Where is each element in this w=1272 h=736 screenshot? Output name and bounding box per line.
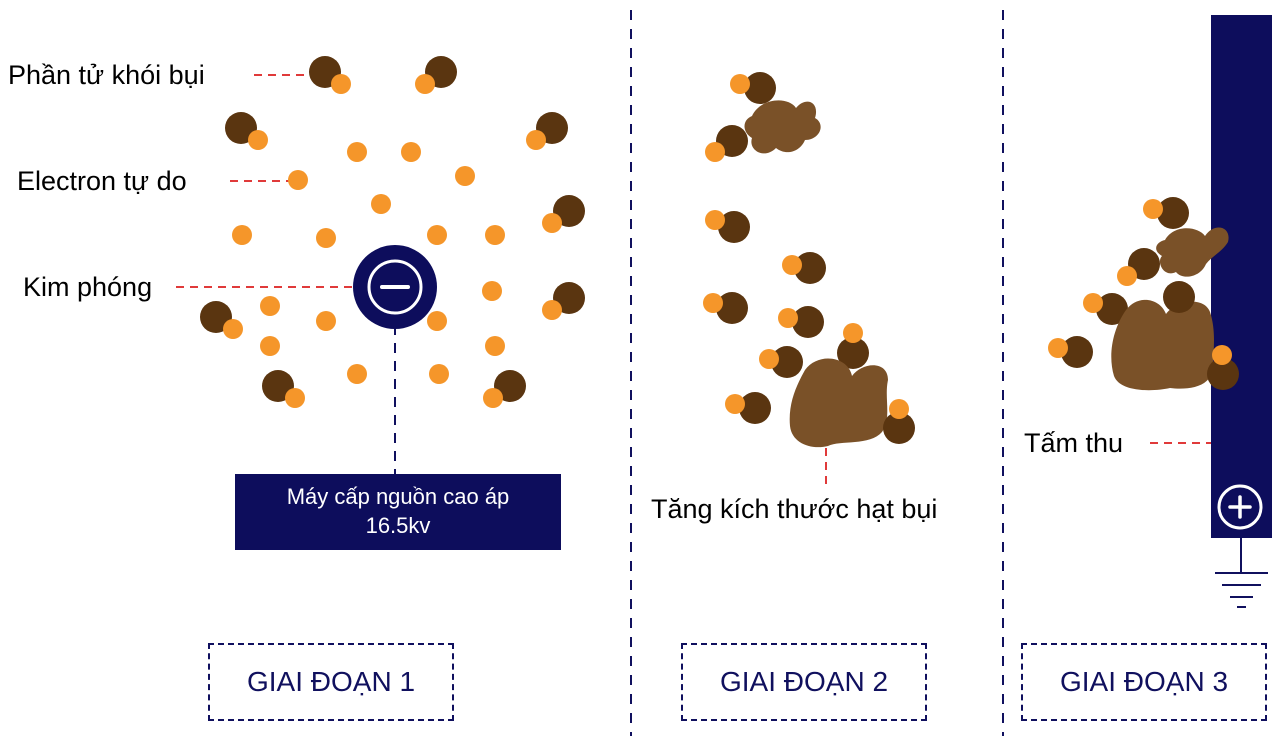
charged-dust-particle — [1083, 293, 1128, 325]
dust-agglomerate — [789, 358, 888, 448]
free-electrons — [232, 142, 505, 384]
dust-agglomerate — [1111, 299, 1214, 391]
stage-1-label: GIAI ĐOẠN 1 — [208, 643, 454, 721]
charged-dust-particle — [542, 282, 585, 320]
free-electron-label: Electron tự do — [17, 166, 187, 196]
stage-3-label: GIAI ĐOẠN 3 — [1021, 643, 1267, 721]
charged-dust-particle — [703, 292, 748, 324]
electron — [316, 311, 336, 331]
charged-dust-particle — [1143, 197, 1189, 229]
size-increase-label: Tăng kích thước hạt bụi — [651, 494, 938, 524]
stage-2-label: GIAI ĐOẠN 2 — [681, 643, 927, 721]
charged-dust-particle — [730, 72, 776, 104]
charged-dust-particle — [262, 370, 305, 408]
dust-agglomerate — [1156, 227, 1229, 277]
electron — [485, 225, 505, 245]
dust-particles-stage-1 — [200, 56, 585, 408]
charged-dust-particle — [883, 399, 915, 444]
plus-icon — [1217, 484, 1263, 530]
charged-dust-particle — [225, 112, 268, 150]
charged-dust-particle — [705, 125, 748, 162]
dust-particle-label: Phần tử khói bụi — [8, 60, 205, 90]
charged-dust-particle — [725, 392, 771, 424]
charged-dust-particle — [1163, 281, 1195, 313]
charged-dust-particle — [782, 252, 826, 284]
leader-lines — [176, 74, 1235, 485]
dust-particles-stage-2 — [703, 72, 915, 448]
dust-particles-stage-3 — [1048, 197, 1239, 391]
electron — [485, 336, 505, 356]
electron — [401, 142, 421, 162]
electron — [260, 336, 280, 356]
charged-dust-particle — [1048, 336, 1093, 368]
electron — [232, 225, 252, 245]
electron — [316, 228, 336, 248]
charged-dust-particle — [837, 323, 869, 369]
power-supply-label: Máy cấp nguồn cao áp — [286, 484, 510, 510]
charged-dust-particle — [200, 301, 243, 339]
collector-plate-label: Tấm thu — [1024, 428, 1124, 458]
discharge-needle-label: Kim phóng — [23, 272, 153, 302]
power-supply-voltage: 16.5kv — [365, 513, 431, 538]
electron — [288, 170, 308, 190]
electron — [482, 281, 502, 301]
dust-agglomerate — [744, 100, 821, 154]
electron — [427, 225, 447, 245]
electron — [427, 311, 447, 331]
electron — [455, 166, 475, 186]
power-supply-box: Máy cấp nguồn cao áp 16.5kv — [235, 474, 561, 550]
discharge-needle — [353, 245, 437, 329]
charged-dust-particle — [1207, 345, 1239, 390]
charged-dust-particle — [483, 370, 526, 408]
electron — [347, 364, 367, 384]
electron — [429, 364, 449, 384]
charged-dust-particle — [542, 195, 585, 233]
charged-dust-particle — [309, 56, 351, 94]
charged-dust-particle — [415, 56, 457, 94]
charged-dust-particle — [1117, 248, 1160, 286]
electron — [347, 142, 367, 162]
ground-icon — [1215, 538, 1268, 608]
collector-plate — [1211, 15, 1272, 538]
minus-icon — [367, 259, 423, 315]
charged-dust-particle — [705, 210, 750, 243]
charged-dust-particle — [778, 306, 824, 338]
charged-dust-particle — [759, 346, 803, 378]
electron — [371, 194, 391, 214]
charged-dust-particle — [526, 112, 568, 150]
electron — [260, 296, 280, 316]
